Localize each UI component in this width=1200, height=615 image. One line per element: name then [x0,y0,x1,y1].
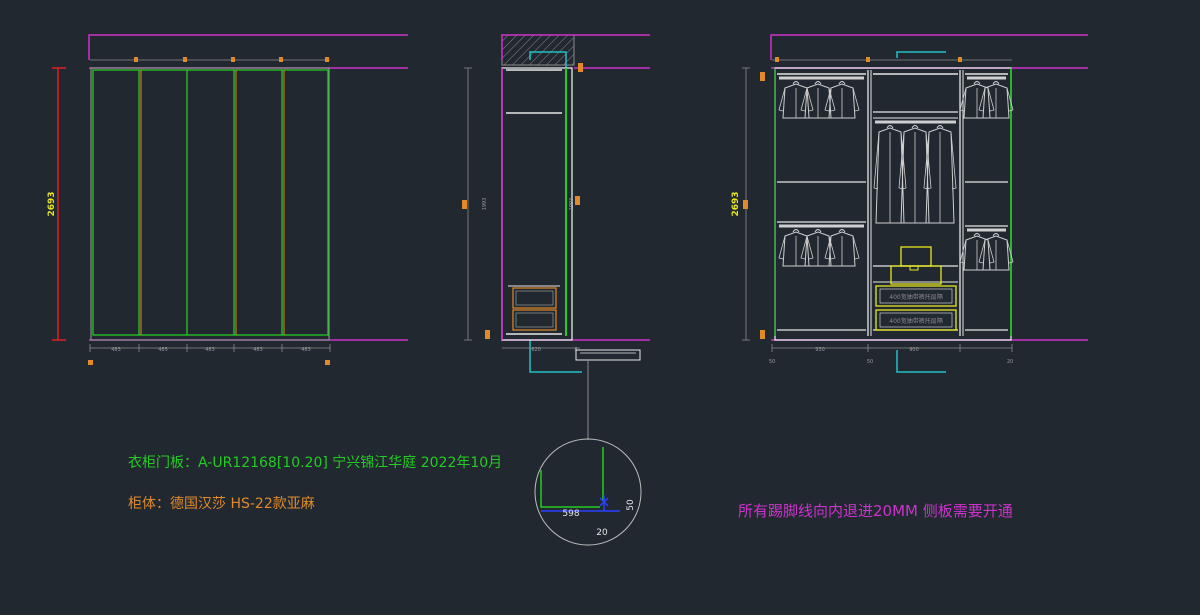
interior-width-3: 50 [867,359,873,365]
hanging-clothes [778,81,1014,271]
door-frame [92,69,329,336]
front-height-label: 1993 [569,198,575,211]
detail-corner-green [540,470,600,508]
interior-width-4: 900 [909,347,919,353]
interior-width-5: 20 [1007,359,1013,365]
detail-width: 598 [562,509,579,519]
storage-box [900,246,932,267]
interior-elevation-view: 400宽抽带裤托层隔 400宽抽带裤托层隔 2693 50 930 50 900… [731,34,1088,373]
interior-width-1: 50 [769,359,775,365]
door-width-5: 483 [301,347,311,353]
detail-height: 50 [626,499,636,511]
cabinet-outline [90,67,330,341]
drawer-lower [512,309,557,331]
ceiling-line [88,34,408,60]
storage-box [890,265,942,285]
door-width-3: 483 [205,347,215,353]
interior-drawer-lower [875,309,957,331]
depth-label-1: 620 [531,347,541,353]
side-section-view: 1993 1993 620 6 598 20 50 [462,34,650,546]
door-elevation-view: 2693 483 485 483 483 483 [47,34,408,365]
cyan-reference-line [529,51,567,70]
drawer-label-upper: 400宽抽带裤托层隔 [889,293,942,301]
total-height-label: 2693 [47,191,57,216]
height-dimension: 2693 [47,67,66,341]
section-height-label: 1993 [482,198,488,211]
interior-width-2: 930 [815,347,825,353]
detail-depth: 20 [596,528,608,538]
door-width-2: 485 [158,347,168,353]
door-width-1: 483 [111,347,121,353]
door-width-4: 483 [253,347,263,353]
drawer-upper [512,287,557,309]
cabinet-body-note: 柜体：德国汉莎 HS-22款亚麻 [128,496,315,512]
detail-bubble [534,438,642,546]
interior-height-label: 2693 [731,191,741,216]
door-panel-note: 衣柜门板：A-UR12168[10.20] 宁兴锦江华庭 2022年10月 [128,455,503,471]
kick-line-note: 所有踢脚线向内退进20MM 侧板需要开通 [738,502,1013,520]
ceiling-hatch [501,34,575,66]
interior-drawer-upper [875,285,957,307]
drawer-label-lower: 400宽抽带裤托层隔 [889,317,942,325]
kickboard-section [575,349,641,361]
